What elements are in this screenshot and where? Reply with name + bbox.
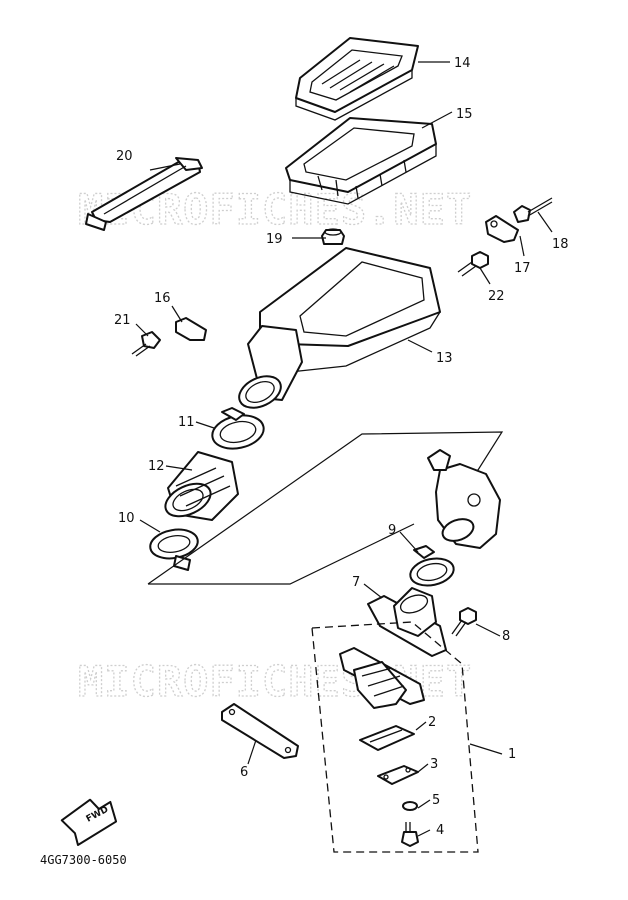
leader-lines <box>135 61 553 837</box>
forward-arrow-icon: FWD <box>60 798 118 846</box>
callout-20: 20 <box>116 149 133 164</box>
part-9-clamp[interactable] <box>408 545 456 589</box>
part-17-bracket[interactable] <box>485 215 519 243</box>
callout-8: 8 <box>502 629 510 644</box>
callout-5: 5 <box>432 793 440 808</box>
callout-7: 7 <box>352 575 360 590</box>
part-4-screw[interactable] <box>401 822 419 847</box>
callout-18: 18 <box>552 237 569 252</box>
part-6-gasket[interactable] <box>221 703 299 759</box>
part-11-clamp[interactable] <box>209 407 267 453</box>
part-13-air-box[interactable] <box>234 247 441 414</box>
part-19-cap[interactable] <box>321 228 345 245</box>
part-16-clip[interactable] <box>175 317 207 341</box>
callout-16: 16 <box>154 291 171 306</box>
callout-21: 21 <box>114 313 131 328</box>
carburetor-body[interactable] <box>427 449 501 549</box>
reed-valve-block[interactable] <box>339 647 425 709</box>
callout-15: 15 <box>456 107 473 122</box>
part-21-rivet[interactable] <box>131 331 161 357</box>
part-12-joint[interactable] <box>160 451 239 523</box>
diagram-code: 4GG7300-6050 <box>40 853 127 867</box>
callout-10: 10 <box>118 511 135 526</box>
part-3-stopper[interactable] <box>377 765 419 785</box>
callout-2: 2 <box>428 715 436 730</box>
part-10-clamp[interactable] <box>148 526 200 571</box>
callout-19: 19 <box>266 232 283 247</box>
part-1-group-outline <box>311 621 479 853</box>
part-14-filter-element[interactable] <box>295 37 419 121</box>
part-5-washer[interactable] <box>402 801 418 811</box>
part-22-bolt[interactable] <box>457 251 489 277</box>
part-2-reed[interactable] <box>359 725 415 751</box>
part-15-filter-frame[interactable] <box>285 117 437 205</box>
callout-3: 3 <box>430 757 438 772</box>
callout-14-label: 14 <box>454 56 471 71</box>
callout-13: 13 <box>436 351 453 366</box>
callout-12: 12 <box>148 459 165 474</box>
part-18-screw[interactable] <box>513 197 553 223</box>
callout-11: 11 <box>178 415 195 430</box>
callout-9: 9 <box>388 523 396 538</box>
callout-22: 22 <box>488 289 505 304</box>
callout-4: 4 <box>436 823 444 838</box>
callout-1: 1 <box>508 747 516 762</box>
part-8-bolt[interactable] <box>451 607 477 637</box>
part-20-strap[interactable] <box>85 157 203 231</box>
callout-6: 6 <box>240 765 248 780</box>
callout-17: 17 <box>514 261 531 276</box>
